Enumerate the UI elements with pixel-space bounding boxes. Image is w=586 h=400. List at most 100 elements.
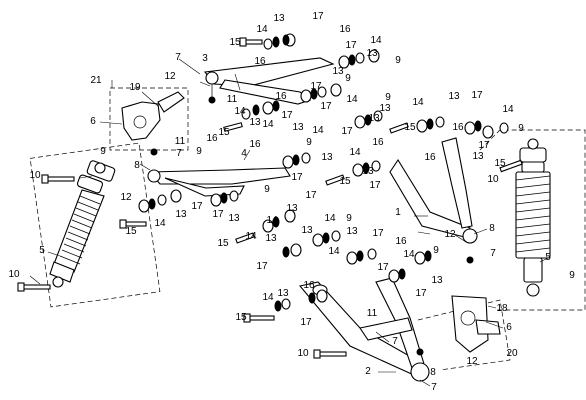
callout-16: 16 — [249, 139, 261, 150]
callout-16: 16 — [452, 122, 464, 133]
callout-17: 17 — [305, 190, 317, 201]
upper-a-arm-left-top — [203, 57, 335, 105]
callout-17: 17 — [471, 90, 483, 101]
callout-15: 15 — [218, 127, 230, 138]
callout-14: 14 — [266, 215, 278, 226]
callout-17: 17 — [341, 126, 353, 137]
callout-3: 3 — [202, 53, 208, 64]
callout-5: 5 — [39, 245, 45, 256]
callout-9: 9 — [100, 146, 106, 157]
callout-14: 14 — [256, 24, 268, 35]
callout-13: 13 — [249, 117, 261, 128]
callout-16: 16 — [206, 133, 218, 144]
callout-20: 20 — [506, 348, 518, 359]
bushings-middle-row — [138, 152, 432, 312]
callout-6: 6 — [90, 116, 96, 127]
callout-13: 13 — [321, 152, 333, 163]
callout-14: 14 — [324, 213, 336, 224]
callout-13: 13 — [273, 13, 285, 24]
bolt-15-lower — [243, 313, 275, 323]
callout-6: 6 — [506, 322, 512, 333]
callout-9: 9 — [569, 270, 575, 281]
callout-7: 7 — [392, 336, 398, 347]
callout-5: 5 — [545, 252, 551, 263]
callout-17: 17 — [256, 261, 268, 272]
callout-14: 14 — [262, 119, 274, 130]
callout-14: 14 — [349, 147, 361, 158]
callout-9: 9 — [196, 146, 202, 157]
callout-9: 9 — [264, 184, 270, 195]
shock-absorber-left — [29, 142, 161, 308]
callout-8: 8 — [489, 223, 495, 234]
callout-13: 13 — [175, 209, 187, 220]
callout-19: 19 — [129, 82, 141, 93]
callout-10: 10 — [487, 174, 499, 185]
callout-12: 12 — [466, 356, 478, 367]
callout-12: 12 — [120, 192, 132, 203]
callout-15: 15 — [235, 312, 247, 323]
callout-14: 14 — [412, 97, 424, 108]
bolt-10-left — [41, 174, 75, 184]
callout-15: 15 — [229, 37, 241, 48]
callout-17: 17 — [415, 288, 427, 299]
callout-12: 12 — [164, 71, 176, 82]
callout-9: 9 — [433, 245, 439, 256]
callout-16: 16 — [254, 56, 266, 67]
callout-17: 17 — [300, 317, 312, 328]
callout-14: 14 — [234, 106, 246, 117]
callout-18: 18 — [496, 303, 508, 314]
callout-1: 1 — [395, 207, 401, 218]
steering-knuckle-right — [417, 295, 511, 371]
callout-17: 17 — [312, 11, 324, 22]
callout-13: 13 — [228, 213, 240, 224]
leader-lines — [29, 58, 549, 387]
callout-13: 13 — [301, 225, 313, 236]
callout-13: 13 — [277, 288, 289, 299]
callout-10: 10 — [29, 170, 41, 181]
bolt-10-right — [499, 159, 523, 173]
bolt-15-upper — [239, 37, 263, 47]
bolt-15-upper-mid — [223, 122, 243, 132]
callout-9: 9 — [518, 123, 524, 134]
callout-14: 14 — [312, 125, 324, 136]
callout-15: 15 — [125, 226, 137, 237]
upper-a-arm-right — [389, 137, 478, 264]
shock-absorber-right — [479, 129, 586, 311]
callout-2: 2 — [365, 366, 371, 377]
callout-16: 16 — [372, 137, 384, 148]
callout-11: 11 — [226, 94, 238, 105]
callout-13: 13 — [379, 103, 391, 114]
callout-13: 13 — [362, 166, 374, 177]
callout-13: 13 — [346, 226, 358, 237]
callout-15: 15 — [217, 238, 229, 249]
callout-17: 17 — [191, 201, 203, 212]
callout-14: 14 — [346, 94, 358, 105]
callout-7: 7 — [175, 52, 181, 63]
callout-17: 17 — [372, 228, 384, 239]
callout-9: 9 — [395, 55, 401, 66]
callout-7: 7 — [176, 148, 182, 159]
callout-16: 16 — [395, 236, 407, 247]
callout-13: 13 — [366, 48, 378, 59]
callout-13: 13 — [265, 233, 277, 244]
callout-17: 17 — [281, 110, 293, 121]
callout-10: 10 — [297, 348, 309, 359]
callout-16: 16 — [303, 280, 315, 291]
callout-13: 13 — [286, 203, 298, 214]
callout-13: 13 — [431, 275, 443, 286]
callout-14: 14 — [245, 231, 257, 242]
callout-14: 14 — [403, 249, 415, 260]
callout-13: 13 — [332, 66, 344, 77]
callout-9: 9 — [345, 73, 351, 84]
lower-a-arm-bottom — [298, 277, 430, 382]
callout-13: 13 — [472, 151, 484, 162]
callout-14: 14 — [262, 292, 274, 303]
callout-13: 13 — [448, 91, 460, 102]
bolt-10-lower-left — [17, 282, 51, 292]
callout-17: 17 — [212, 209, 224, 220]
bushings-upper-row — [241, 33, 509, 139]
callout-7: 7 — [431, 382, 437, 393]
bolt-10-lower — [313, 349, 347, 359]
callout-9: 9 — [306, 137, 312, 148]
